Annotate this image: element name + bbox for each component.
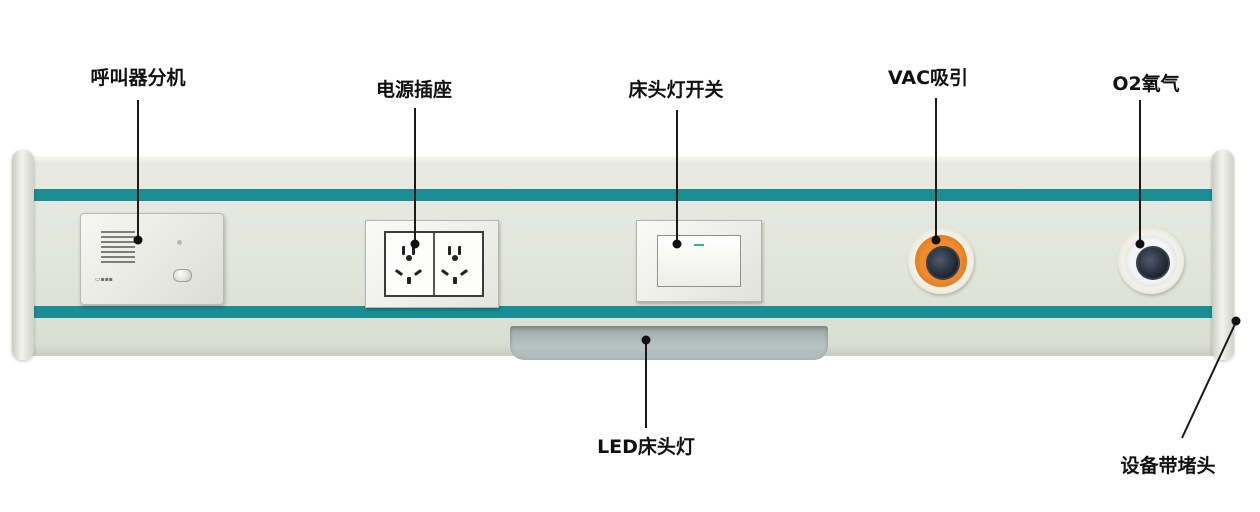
power-socket[interactable]	[365, 220, 499, 308]
callout-dot	[641, 335, 651, 345]
oxygen-outlet-socket-icon	[1136, 246, 1170, 280]
leader-light-switch	[676, 110, 678, 244]
top-teal-stripe	[30, 189, 1216, 201]
leader-vacuum	[935, 98, 937, 240]
plug-hole-icon	[452, 255, 458, 261]
socket-divider	[433, 233, 435, 295]
leader-power-socket	[414, 108, 416, 244]
callout-dot	[410, 239, 420, 249]
vacuum-outlet-socket-icon	[926, 246, 960, 280]
plug-hole-icon	[453, 277, 457, 284]
bed-head-unit-panel: ▭▪▪▪	[12, 150, 1234, 360]
label-vacuum: VAC吸引	[887, 67, 969, 89]
leader-call-unit	[137, 100, 139, 240]
label-oxygen: O2氧气	[1112, 73, 1180, 95]
plug-hole-icon	[440, 268, 450, 277]
bottom-teal-stripe	[30, 306, 1216, 318]
rocker-button[interactable]	[657, 235, 741, 287]
bed-light-switch[interactable]	[636, 220, 762, 302]
leader-oxygen	[1139, 100, 1141, 244]
socket-face	[384, 231, 484, 297]
plug-hole-icon	[406, 255, 412, 261]
plug-hole-icon	[412, 246, 415, 255]
label-power-socket: 电源插座	[375, 79, 453, 101]
plug-hole-icon	[402, 246, 405, 255]
right-end-cap	[1212, 150, 1234, 360]
callout-dot	[133, 235, 143, 245]
label-call-unit: 呼叫器分机	[90, 67, 186, 89]
label-end-cap: 设备带堵头	[1120, 455, 1216, 477]
plug-hole-icon	[459, 268, 469, 277]
plug-hole-icon	[413, 268, 423, 277]
callout-dot	[931, 235, 941, 245]
callout-dot	[1231, 316, 1241, 326]
panel-body: ▭▪▪▪	[20, 156, 1226, 360]
plug-hole-icon	[407, 277, 411, 284]
plug-hole-icon	[448, 246, 451, 255]
speaker-grille-icon	[101, 231, 135, 266]
label-light-switch: 床头灯开关	[628, 79, 724, 101]
switch-indicator-icon	[694, 244, 704, 246]
oxygen-outlet[interactable]	[1118, 228, 1184, 294]
call-unit-brand-mark: ▭▪▪▪	[95, 276, 113, 283]
indicator-led-icon	[177, 240, 182, 245]
callout-dot	[1135, 239, 1145, 249]
label-led-light: LED床头灯	[597, 436, 695, 458]
nurse-call-unit[interactable]: ▭▪▪▪	[80, 213, 224, 305]
vacuum-outlet[interactable]	[908, 228, 974, 294]
call-button[interactable]	[173, 269, 192, 282]
left-end-cap	[12, 150, 34, 360]
leader-led-light	[645, 340, 647, 428]
plug-hole-icon	[458, 246, 461, 255]
led-bed-light[interactable]	[510, 326, 828, 360]
plug-hole-icon	[394, 268, 404, 277]
callout-dot	[672, 239, 682, 249]
